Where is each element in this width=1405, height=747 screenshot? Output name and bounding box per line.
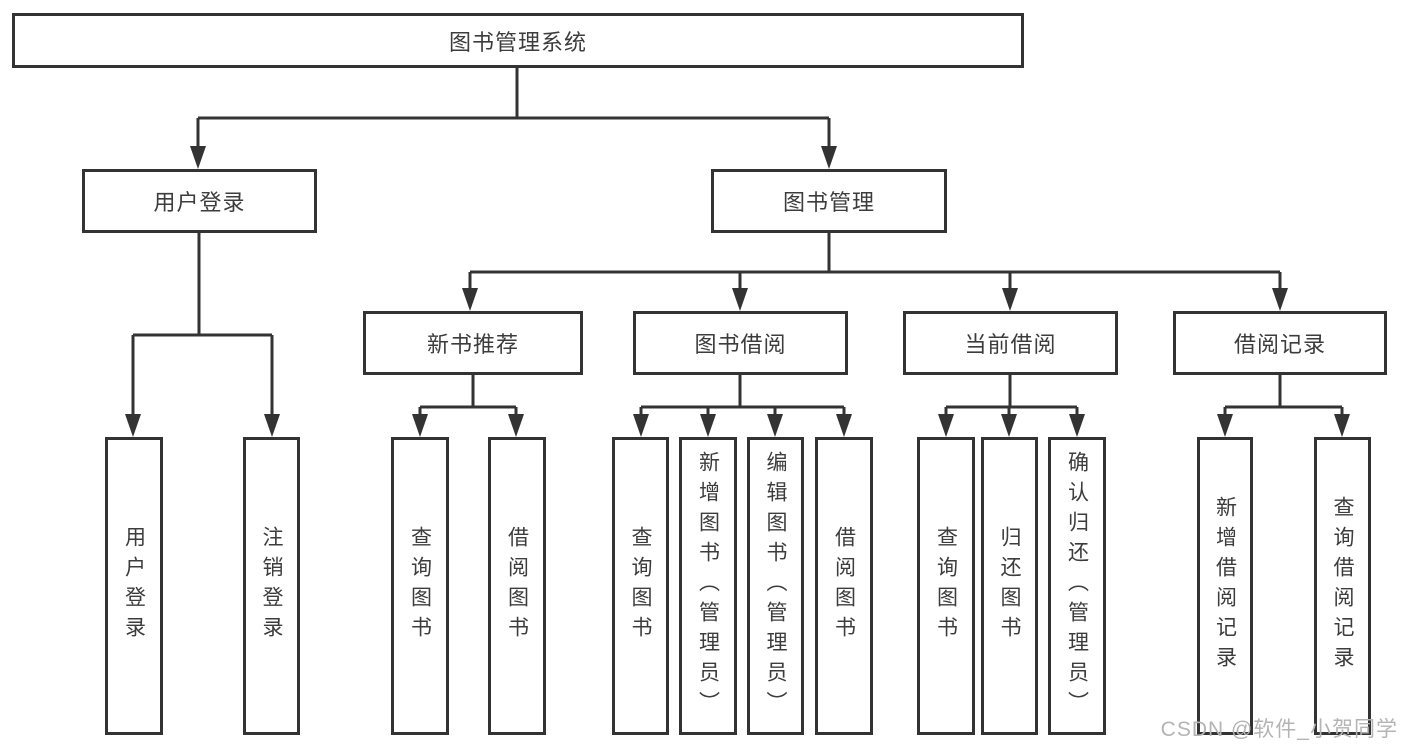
node-label: 新书推荐	[426, 332, 519, 357]
leaf-label: 用户登录	[122, 526, 146, 646]
connector-book-borrowing-to-leaves	[633, 375, 852, 437]
leaf-label: 归还图书	[998, 526, 1022, 646]
leaf-edit-books-admin: 编辑图书（管理员）	[747, 437, 804, 735]
node-borrowing-records: 借阅记录	[1173, 311, 1387, 375]
leaf-label: 查询图书	[934, 526, 958, 646]
node-library-management-system: 图书管理系统	[12, 13, 1024, 68]
leaf-logout-login: 注销登录	[243, 437, 300, 735]
leaf-query-books-borrow: 查询图书	[612, 437, 669, 735]
connector-current-borrowing-to-leaves	[938, 375, 1085, 437]
node-label: 当前借阅	[964, 332, 1057, 357]
connector-borrowing-records-to-leaves	[1217, 375, 1350, 437]
node-book-borrowing: 图书借阅	[633, 311, 848, 375]
leaf-add-borrow-record: 新增借阅记录	[1197, 437, 1253, 735]
leaf-query-books-current: 查询图书	[917, 437, 975, 735]
node-label: 图书管理	[782, 190, 875, 215]
leaf-label: 查询图书	[408, 526, 432, 646]
leaf-add-books-admin: 新增图书（管理员）	[679, 437, 737, 735]
leaf-label: 新增借阅记录	[1213, 496, 1237, 676]
leaf-query-borrow-record: 查询借阅记录	[1314, 437, 1371, 735]
connector-user-login-to-leaves	[125, 233, 280, 437]
connector-book-management-to-level3	[462, 233, 1288, 311]
leaf-label: 查询借阅记录	[1331, 496, 1355, 676]
node-current-borrowing: 当前借阅	[903, 311, 1118, 375]
connector-new-book-recommendation-to-leaves	[412, 375, 524, 437]
node-book-management: 图书管理	[711, 169, 947, 233]
leaf-label: 查询图书	[629, 526, 653, 646]
leaf-user-login: 用户登录	[105, 437, 163, 735]
connector-root-to-level2	[190, 68, 837, 169]
leaf-label: 确认归还（管理员）	[1065, 451, 1089, 721]
leaf-return-books: 归还图书	[981, 437, 1038, 735]
leaf-borrow-books-recommend: 借阅图书	[488, 437, 546, 735]
node-user-login: 用户登录	[82, 169, 317, 233]
node-label: 图书管理系统	[448, 29, 587, 55]
node-label: 用户登录	[153, 190, 246, 215]
node-label: 借阅记录	[1233, 332, 1326, 357]
leaf-label: 借阅图书	[505, 526, 529, 646]
watermark: CSDN @软件_小贺同学	[1160, 718, 1398, 741]
node-label: 图书借阅	[694, 332, 787, 357]
leaf-borrow-books-borrow: 借阅图书	[815, 437, 873, 735]
leaf-confirm-return-admin: 确认归还（管理员）	[1048, 437, 1106, 735]
leaf-label: 新增图书（管理员）	[696, 451, 720, 721]
leaf-query-books-recommend: 查询图书	[391, 437, 449, 735]
node-new-book-recommendation: 新书推荐	[363, 311, 583, 375]
leaf-label: 注销登录	[260, 526, 284, 646]
leaf-label: 编辑图书（管理员）	[764, 451, 788, 721]
leaf-label: 借阅图书	[832, 526, 856, 646]
